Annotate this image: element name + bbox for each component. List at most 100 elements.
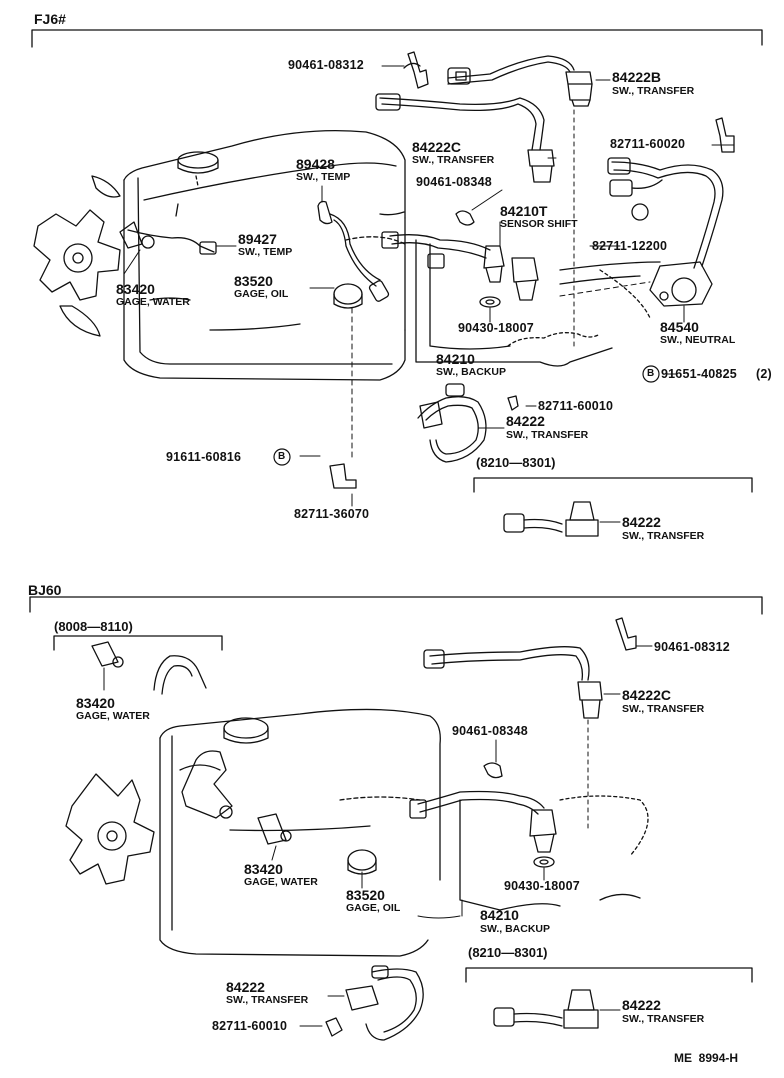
part-number-83520-bottom: 83520	[346, 887, 385, 903]
engine-block-top	[123, 129, 406, 381]
section-bracket-top	[31, 29, 763, 48]
part-name-84222C-top: SW., TRANSFER	[412, 154, 495, 166]
part-name-84222C-bottom: SW., TRANSFER	[622, 703, 705, 715]
gage-water-83420-bottom	[257, 813, 292, 845]
part-number-90461-08312-top: 90461-08312	[288, 58, 364, 72]
bracket-82711-60020	[715, 117, 735, 153]
part-number-84222-bottom-b: 84222	[622, 997, 661, 1013]
variant-bracket-bottom	[465, 967, 753, 983]
part-number-89427: 89427	[238, 231, 277, 247]
hose-bottom-range	[153, 655, 207, 695]
part-number-84210T: 84210T	[500, 203, 548, 219]
fan-top	[33, 175, 121, 337]
part-number-84222B: 84222B	[612, 69, 662, 85]
bracket-82711-36070	[329, 463, 357, 489]
variant-bracket-top	[473, 477, 753, 493]
part-number-84540: 84540	[660, 319, 699, 335]
sw-transfer-84222B-harness	[447, 55, 593, 107]
part-number-84210-bottom: 84210	[480, 907, 519, 923]
clip-90461-08312-top	[403, 51, 429, 89]
clip-90461-08348-top	[455, 210, 475, 226]
part-name-83420-bottom-b: GAGE, WATER	[244, 876, 318, 888]
sw-temp-89427	[119, 221, 217, 255]
part-number-82711-12200: 82711-12200	[592, 239, 668, 253]
part-number-83420-top: 83420	[116, 281, 155, 297]
part-number-83520-top: 83520	[234, 273, 273, 289]
part-number-83420-bottom-b: 83420	[244, 861, 283, 877]
range-label-bottom-variant: (8210—8301)	[468, 945, 548, 960]
part-number-84222-bottom-a: 84222	[226, 979, 265, 995]
part-number-82711-36070: 82711-36070	[294, 507, 370, 521]
gasket-90430-18007-top	[479, 296, 501, 308]
part-number-84222C-top: 84222C	[412, 139, 462, 155]
neutral-switch-harness	[607, 157, 724, 307]
gasket-90430-18007-bottom	[533, 856, 555, 868]
marker-b-top-2	[273, 448, 291, 466]
part-number-90430-18007-top: 90430-18007	[458, 321, 534, 335]
variant-switch-84222-bottom	[493, 989, 599, 1029]
marker-b-top-1	[642, 365, 660, 383]
section-title-bottom: BJ60	[28, 582, 62, 598]
catalog-code: ME 8994-H	[674, 1051, 739, 1065]
part-name-84222-bottom-a: SW., TRANSFER	[226, 994, 309, 1006]
part-number-82711-60010-top: 82711-60010	[538, 399, 614, 413]
sw-temp-89428	[317, 200, 390, 302]
gage-oil-83520-bottom	[347, 849, 377, 875]
bracket-82711-60010-bottom	[325, 1017, 343, 1037]
engine-block-bottom	[159, 708, 441, 957]
water-outlet-bottom	[181, 750, 233, 819]
part-name-89427: SW., TEMP	[238, 246, 293, 258]
sw-transfer-84222C-harness-bottom	[423, 646, 603, 719]
part-name-84222-top-a: SW., TRANSFER	[506, 429, 589, 441]
transmission-case-top	[415, 239, 661, 367]
part-name-83520-top: GAGE, OIL	[234, 288, 289, 300]
shift-sensor-84210T-harness	[381, 231, 539, 301]
part-number-90461-08348-bottom: 90461-08348	[452, 724, 528, 738]
part-number-84210-top: 84210	[436, 351, 475, 367]
part-name-83520-bottom: GAGE, OIL	[346, 902, 401, 914]
variant-switch-84222-top	[503, 501, 599, 537]
part-name-83420-top: GAGE, WATER	[116, 296, 190, 308]
sw-transfer-84222-harness-bottom	[345, 965, 424, 1041]
part-number-90430-18007-bottom: 90430-18007	[504, 879, 580, 893]
part-number-82711-60020: 82711-60020	[610, 137, 686, 151]
section-title-top: FJ6#	[34, 11, 66, 27]
leaders-top	[123, 65, 735, 523]
gage-oil-83520	[333, 283, 363, 309]
section-bracket-bottom	[29, 596, 763, 615]
marker-b-label-top-2: B	[278, 451, 286, 462]
part-qty-91651-40825: (2)	[756, 367, 772, 381]
part-name-84210-bottom: SW., BACKUP	[480, 923, 551, 935]
part-number-82711-60010-bottom: 82711-60010	[212, 1019, 288, 1033]
leaders-bottom	[103, 645, 653, 1027]
fan-bottom	[65, 773, 155, 885]
part-name-84210-top: SW., BACKUP	[436, 366, 507, 378]
marker-b-label-top-1: B	[647, 368, 655, 379]
sw-transfer-84222C-harness-top	[375, 93, 555, 183]
part-name-84222-top-b: SW., TRANSFER	[622, 530, 705, 542]
clip-90461-08348-bottom	[483, 762, 503, 779]
range-label-water-gage: (8008—8110)	[54, 619, 133, 634]
part-name-84540: SW., NEUTRAL	[660, 334, 736, 346]
transmission-case-bottom	[459, 795, 649, 911]
part-number-90461-08348-top: 90461-08348	[416, 175, 492, 189]
part-name-84222B: SW., TRANSFER	[612, 85, 695, 97]
part-number-91651-40825: 91651-40825	[661, 367, 737, 381]
part-number-84222-top-b: 84222	[622, 514, 661, 530]
part-name-89428: SW., TEMP	[296, 171, 351, 183]
part-number-90461-08312-bottom: 90461-08312	[654, 640, 730, 654]
part-number-84222C-bottom: 84222C	[622, 687, 672, 703]
part-number-84222-top-a: 84222	[506, 413, 545, 429]
part-name-84210T: SENSOR SHIFT	[500, 218, 578, 230]
backup-switch-84210-harness-bottom	[409, 790, 557, 853]
part-number-83420-bottom-a: 83420	[76, 695, 115, 711]
part-name-84222-bottom-b: SW., TRANSFER	[622, 1013, 705, 1025]
part-number-91611-60816: 91611-60816	[166, 450, 242, 464]
part-name-83420-bottom-a: GAGE, WATER	[76, 710, 150, 722]
range-label-top-variant: (8210—8301)	[476, 455, 556, 470]
range-bracket-water-gage	[53, 635, 223, 651]
part-number-89428: 89428	[296, 156, 335, 172]
sw-transfer-84222-harness-top	[417, 383, 487, 463]
